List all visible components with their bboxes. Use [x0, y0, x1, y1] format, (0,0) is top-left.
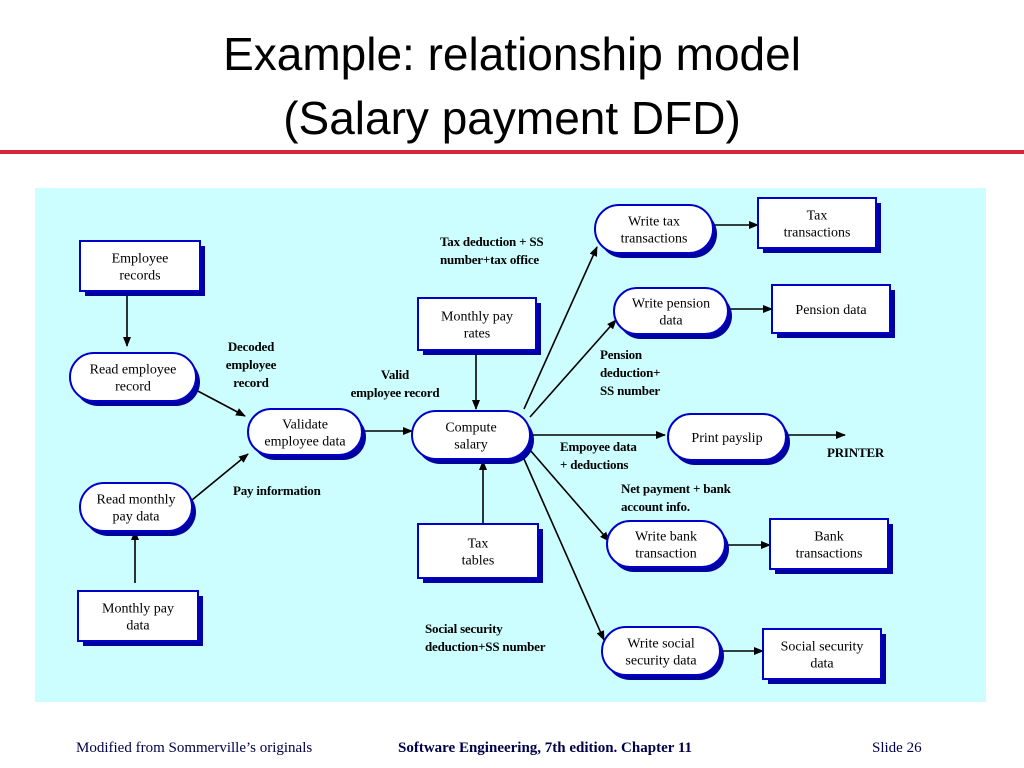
flow-label-text: SS number: [600, 383, 660, 398]
process-validate-employee-data: Validate employee data: [247, 408, 366, 460]
process-print-payslip: Print payslip: [667, 413, 790, 465]
flow-label-text: employee: [226, 357, 277, 372]
flow-arrow: [191, 453, 249, 501]
flow-label-text: Pension: [600, 347, 643, 362]
flow-label-text: Net payment + bank: [621, 481, 732, 496]
node-text: pay data: [112, 510, 160, 525]
process-read-employee-record: Read employee record: [69, 352, 200, 406]
node-text: Write tax: [628, 215, 680, 230]
node-text: transactions: [796, 547, 863, 562]
flow-label-text: account info.: [621, 499, 690, 514]
data-store-social-security-data: Social security data: [762, 628, 886, 684]
data-store-pension-data: Pension data: [771, 284, 895, 338]
node-text: data: [126, 619, 150, 634]
node-text: security data: [625, 654, 697, 669]
node-text: rates: [464, 327, 490, 342]
process-write-tax-transactions: Write tax transactions: [594, 204, 717, 258]
flow-label-valid-employee-record: Valid employee record: [351, 367, 441, 400]
node-text: data: [659, 314, 683, 329]
data-store-employee-records: Employee records: [79, 240, 205, 296]
flow-label-employee-data-deductions: Empoyee data + deductions: [560, 439, 638, 472]
node-text: Tax: [468, 537, 489, 552]
slide-title-line-1: Example: relationship model: [223, 28, 801, 80]
node-text: Bank: [814, 530, 844, 545]
process-write-social-security-data: Write social security data: [601, 626, 724, 680]
node-text: Read employee: [90, 363, 177, 378]
node-text: Compute: [445, 421, 496, 436]
node-text: Write pension: [632, 297, 710, 312]
process-write-pension-data: Write pension data: [613, 287, 732, 339]
flow-arrow: [529, 449, 610, 542]
footer-source: Modified from Sommerville’s originals: [76, 740, 313, 756]
flow-label-pension-deduction: Pension deduction+ SS number: [600, 347, 661, 398]
node-text: records: [119, 269, 160, 284]
flow-arrow: [193, 388, 246, 417]
node-text: employee data: [264, 435, 346, 450]
flow-label-text: Pay information: [233, 483, 322, 498]
flow-label-text: + deductions: [560, 457, 628, 472]
data-store-monthly-pay-rates: Monthly pay rates: [417, 297, 541, 355]
node-text: Employee: [112, 252, 169, 267]
node-text: Validate: [282, 418, 328, 433]
node-text: Write bank: [635, 530, 697, 545]
process-read-monthly-pay-data: Read monthly pay data: [79, 482, 196, 536]
flow-arrow: [529, 319, 617, 418]
flow-label-text: Social security: [425, 621, 503, 636]
node-text: transactions: [784, 226, 851, 241]
node-text: Social security: [781, 640, 864, 655]
node-text: Monthly pay: [441, 310, 513, 325]
node-text: Pension data: [795, 303, 867, 318]
footer-book: Software Engineering, 7th edition. Chapt…: [398, 740, 693, 756]
flow-label-social-security-deduction: Social security deduction+SS number: [425, 621, 546, 654]
flow-label-text: record: [233, 375, 269, 390]
data-store-tax-tables: Tax tables: [417, 523, 543, 583]
data-store-monthly-pay-data: Monthly pay data: [77, 590, 203, 646]
flow-label-text: PRINTER: [827, 445, 885, 460]
data-store-bank-transactions: Bank transactions: [769, 518, 893, 574]
flow-label-text: deduction+: [600, 365, 660, 380]
flow-arrows: [123, 221, 846, 655]
flow-arrow: [523, 458, 605, 641]
flow-label-text: deduction+SS number: [425, 639, 546, 654]
node-text: Print payslip: [691, 431, 762, 446]
footer-slide-number: Slide 26: [872, 740, 922, 756]
node-text: Monthly pay: [102, 602, 174, 617]
flow-label-text: Decoded: [228, 339, 275, 354]
flow-label-text: employee record: [351, 385, 441, 400]
flow-label-text: number+tax office: [440, 252, 539, 267]
flow-label-text: Tax deduction + SS: [440, 234, 543, 249]
node-text: record: [115, 380, 151, 395]
data-store-tax-transactions: Tax transactions: [757, 197, 881, 253]
node-text: Write social: [627, 637, 695, 652]
node-text: Tax: [807, 209, 828, 224]
flow-label-tax-deduction: Tax deduction + SS number+tax office: [440, 234, 544, 267]
flow-label-net-payment: Net payment + bank account info.: [621, 481, 732, 514]
node-text: transactions: [621, 232, 688, 247]
flow-label-text: Empoyee data: [560, 439, 637, 454]
flow-arrow: [523, 246, 598, 410]
node-text: salary: [454, 438, 487, 453]
slide-title-line-2: (Salary payment DFD): [283, 92, 741, 144]
flow-label-text: Valid: [381, 367, 410, 382]
node-text: data: [810, 657, 834, 672]
process-compute-salary: Compute salary: [411, 410, 534, 464]
node-text: Read monthly: [97, 493, 176, 508]
flow-label-decoded-employee-record: Decoded employee record: [226, 339, 277, 390]
flow-label-printer: PRINTER: [827, 445, 885, 460]
flow-labels: Decoded employee record Valid employee recor…: [226, 234, 885, 654]
node-text: tables: [462, 554, 495, 569]
flow-label-pay-information: Pay information: [233, 483, 322, 498]
title-divider: [0, 150, 1024, 154]
process-write-bank-transaction: Write bank transaction: [606, 520, 729, 572]
node-text: transaction: [635, 547, 696, 562]
